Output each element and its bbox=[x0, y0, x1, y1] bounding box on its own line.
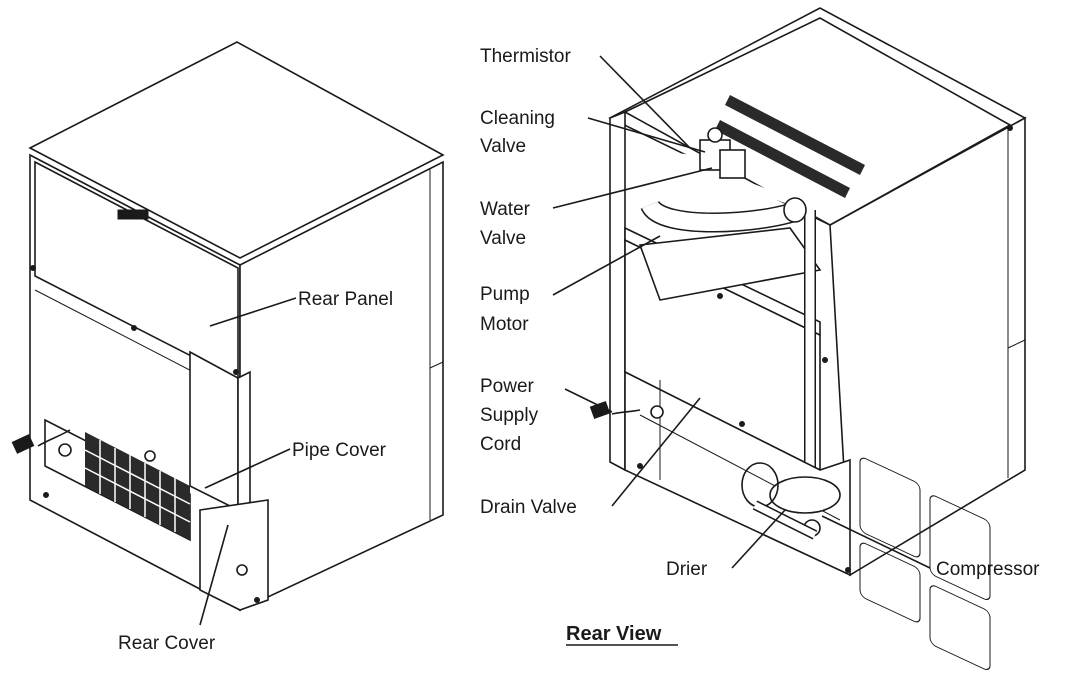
label-cleaning-valve-line2: Valve bbox=[480, 136, 526, 157]
label-rear-panel: Rear Panel bbox=[298, 289, 393, 310]
label-pump-motor-line2: Motor bbox=[480, 314, 529, 335]
label-cleaning-valve-line1: Cleaning bbox=[480, 108, 555, 129]
evaporator bbox=[859, 457, 991, 671]
label-compressor: Compressor bbox=[936, 559, 1040, 580]
callout-labels: Rear Panel Pipe Cover Rear Cover Thermis… bbox=[118, 46, 1040, 654]
condenser-grille bbox=[84, 432, 191, 540]
view-title: Rear View bbox=[566, 623, 662, 645]
right-unit-illustration bbox=[589, 7, 1027, 671]
label-pipe-cover: Pipe Cover bbox=[292, 440, 387, 461]
label-power-cord-line1: Power bbox=[480, 376, 535, 397]
label-thermistor: Thermistor bbox=[480, 46, 571, 67]
label-water-valve-line2: Valve bbox=[480, 228, 526, 249]
label-drier: Drier bbox=[666, 559, 708, 580]
label-power-cord-line2: Supply bbox=[480, 405, 539, 426]
label-rear-cover: Rear Cover bbox=[118, 633, 216, 654]
left-unit-illustration bbox=[11, 41, 445, 612]
label-water-valve-line1: Water bbox=[480, 199, 531, 220]
leader-lines bbox=[199, 55, 931, 626]
label-power-cord-line3: Cord bbox=[480, 434, 521, 455]
label-pump-motor-line1: Pump bbox=[480, 284, 530, 305]
label-drain-valve: Drain Valve bbox=[480, 497, 577, 518]
